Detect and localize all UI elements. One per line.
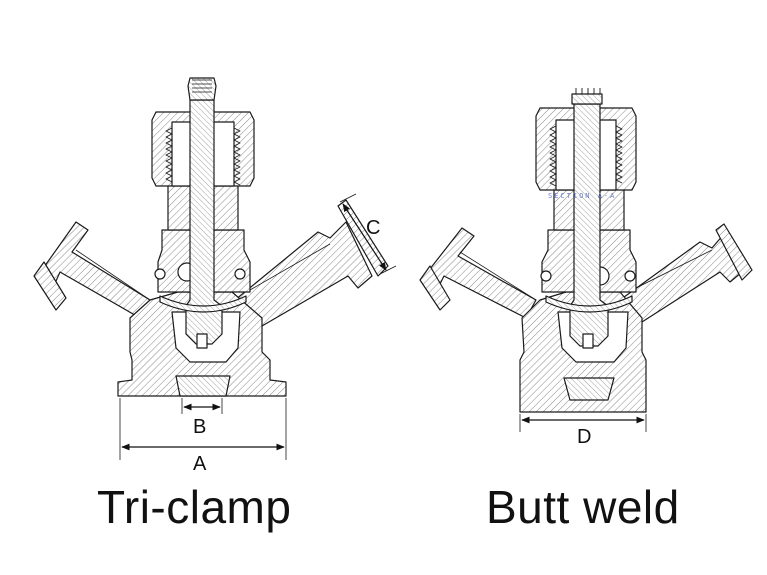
dimension-c-label: C	[366, 217, 380, 239]
dimension-b: B	[183, 403, 221, 438]
caption-triclamp: Tri-clamp	[97, 481, 292, 533]
dimension-a-label: A	[193, 453, 207, 475]
left-weld-port	[419, 227, 537, 319]
buttweld-valve	[419, 88, 753, 432]
dimension-a: A	[121, 443, 285, 475]
dimension-b-label: B	[193, 416, 206, 438]
left-inlet-port	[33, 221, 151, 319]
right-weld-port	[619, 223, 753, 323]
triclamp-valve	[33, 77, 397, 460]
section-label: SECTION A-A	[548, 192, 616, 200]
dimension-c: C	[342, 203, 387, 271]
caption-buttweld: Butt weld	[486, 481, 680, 533]
dimension-d: D	[521, 416, 645, 448]
dimension-d-label: D	[577, 426, 591, 448]
